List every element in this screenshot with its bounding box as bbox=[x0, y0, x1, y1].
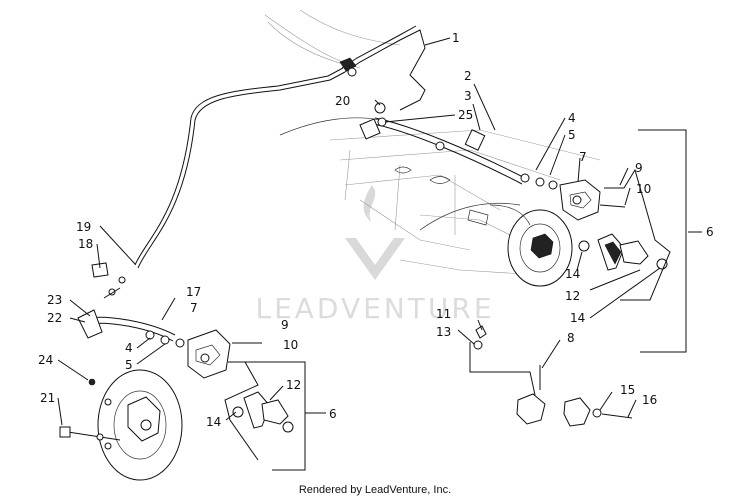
callout-19: 19 bbox=[76, 220, 91, 234]
callout-5-upper: 5 bbox=[568, 128, 576, 142]
upper-group-bracket bbox=[604, 129, 687, 353]
leader-lines bbox=[57, 37, 702, 426]
callout-7-upper: 7 bbox=[579, 150, 587, 164]
watermark-text: LEADVENTURE bbox=[255, 292, 494, 325]
lower-fasteners bbox=[59, 378, 121, 441]
callout-12-upper: 12 bbox=[565, 289, 580, 303]
callout-5-lower: 5 bbox=[125, 358, 133, 372]
callout-3: 3 bbox=[464, 89, 472, 103]
callout-10-lower: 10 bbox=[283, 338, 298, 352]
callout-23: 23 bbox=[47, 293, 62, 307]
callout-18: 18 bbox=[78, 237, 93, 251]
callout-15: 15 bbox=[620, 383, 635, 397]
callout-17: 17 bbox=[186, 285, 201, 299]
callout-25: 25 bbox=[458, 108, 473, 122]
callout-6-lower: 6 bbox=[329, 407, 337, 421]
lower-group-bracket bbox=[224, 361, 306, 471]
callout-11: 11 bbox=[436, 307, 451, 321]
callout-7-lower: 7 bbox=[190, 301, 198, 315]
callout-21: 21 bbox=[40, 391, 55, 405]
callout-4-lower: 4 bbox=[125, 341, 133, 355]
callout-16: 16 bbox=[642, 393, 657, 407]
callout-9-lower: 9 bbox=[281, 318, 289, 332]
callout-12-lower: 12 bbox=[286, 378, 301, 392]
rear-caliper-assembly bbox=[469, 325, 633, 427]
callout-2: 2 bbox=[464, 69, 472, 83]
callout-20: 20 bbox=[335, 94, 350, 108]
upper-brake-pads bbox=[578, 233, 668, 271]
footer-credit: Rendered by LeadVenture, Inc. bbox=[298, 484, 452, 496]
upper-brake-hose bbox=[279, 102, 526, 185]
callout-6-upper: 6 bbox=[706, 225, 714, 239]
lower-rotor bbox=[97, 369, 183, 481]
callout-24: 24 bbox=[38, 353, 53, 367]
frame-background bbox=[264, 9, 601, 276]
lower-caliper bbox=[187, 329, 262, 379]
callouts: 1 2 3 20 25 4 5 7 9 10 6 14 12 14 11 13 … bbox=[38, 31, 714, 429]
lower-hose bbox=[77, 262, 185, 348]
callout-14-upper-a: 14 bbox=[565, 267, 580, 281]
upper-caliper bbox=[520, 173, 626, 221]
lower-brake-pads bbox=[232, 391, 294, 433]
callout-1: 1 bbox=[452, 31, 460, 45]
callout-10-upper: 10 bbox=[636, 182, 651, 196]
callout-14-upper-b: 14 bbox=[570, 311, 585, 325]
callout-14-lower: 14 bbox=[206, 415, 221, 429]
callout-4-upper: 4 bbox=[568, 111, 576, 125]
callout-9-upper: 9 bbox=[635, 161, 643, 175]
callout-8: 8 bbox=[567, 331, 575, 345]
watermark-logo: LEADVENTURE bbox=[255, 185, 494, 325]
upper-rotor bbox=[419, 202, 573, 287]
callout-22: 22 bbox=[47, 311, 62, 325]
callout-13: 13 bbox=[436, 325, 451, 339]
brake-line bbox=[134, 25, 426, 269]
